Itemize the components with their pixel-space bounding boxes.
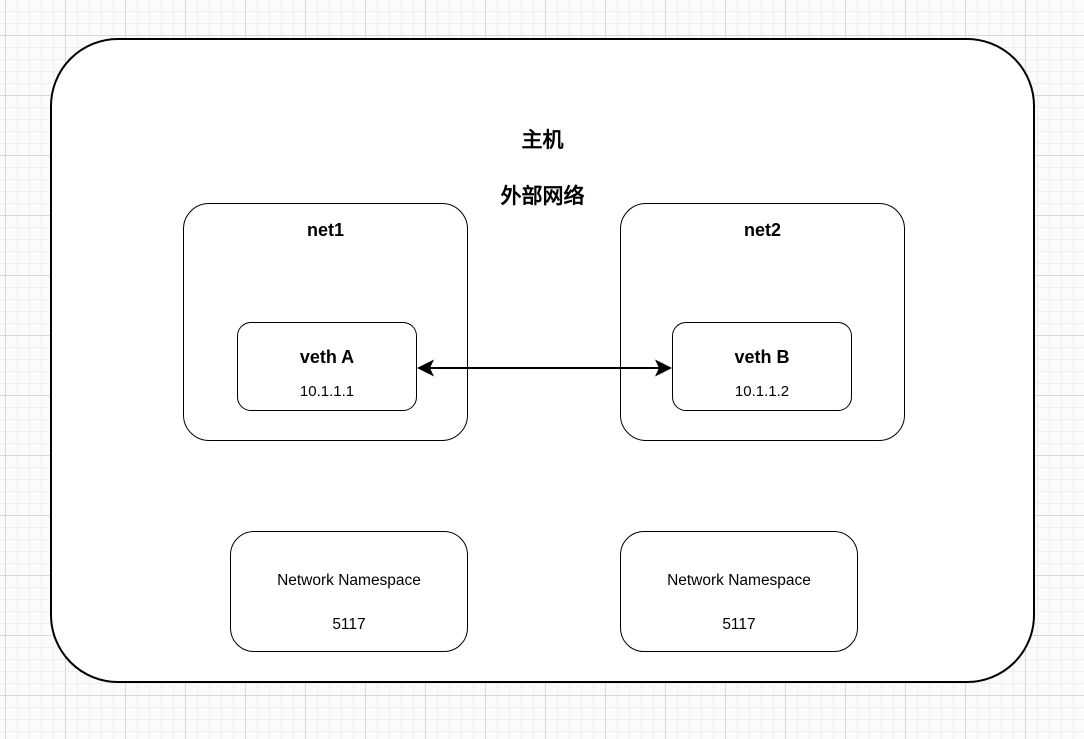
network-namespace-box-right: Network Namespace 5117 — [620, 531, 858, 652]
host-title-line1: 主机 — [521, 129, 564, 152]
namespace-label-net1: net1 — [306, 220, 344, 240]
veth-b-ip: 10.1.1.2 — [734, 383, 790, 400]
veth-b-name: veth B — [734, 347, 790, 367]
network-namespace-left-line1: Network Namespace — [277, 571, 421, 589]
veth-a-box: veth A 10.1.1.1 — [237, 322, 417, 411]
veth-connection-arrow — [417, 359, 672, 377]
network-namespace-right-line2: 5117 — [722, 615, 756, 633]
namespace-label-net2: net2 — [743, 220, 781, 240]
host-title: 主机 外部网络 — [50, 99, 1035, 211]
host-title-line2: 外部网络 — [500, 185, 585, 208]
arrowhead-right-icon — [655, 359, 672, 377]
veth-b-box: veth B 10.1.1.2 — [672, 322, 852, 411]
network-namespace-box-left: Network Namespace 5117 — [230, 531, 468, 652]
arrowhead-left-icon — [417, 359, 434, 377]
network-namespace-left-line2: 5117 — [332, 615, 366, 633]
veth-a-ip: 10.1.1.1 — [299, 383, 355, 400]
network-namespace-right-line1: Network Namespace — [667, 571, 811, 589]
veth-a-name: veth A — [299, 347, 355, 367]
